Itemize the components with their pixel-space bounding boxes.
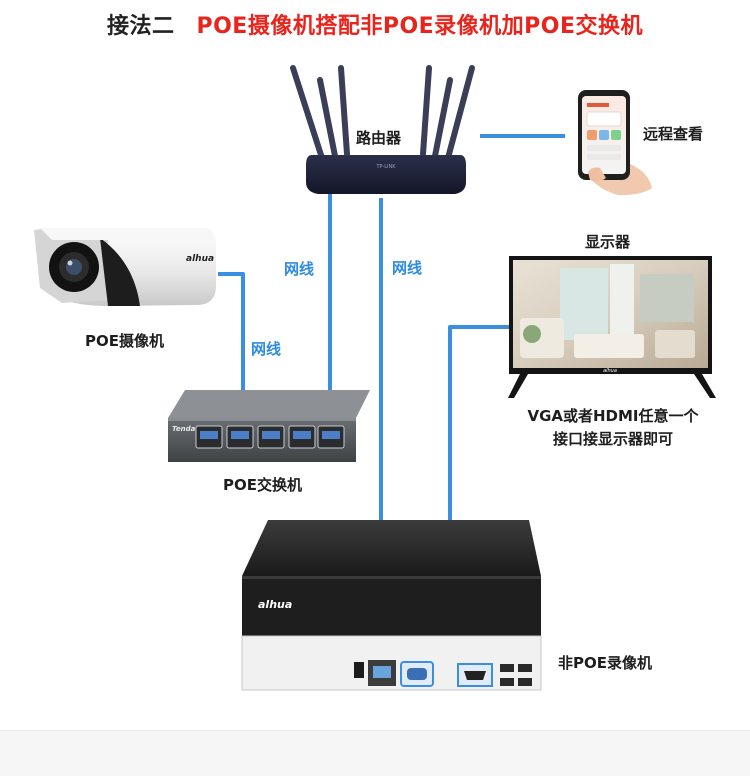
monitor: alhua [508,256,716,398]
smartphone [578,90,652,196]
cable-monitor-nvr [448,325,510,605]
nvr-vga-port [400,661,434,687]
remote-view-label: 远程查看 [643,125,704,143]
title-prefix: 接法二 [106,14,175,39]
nvr-recorder: alhua [241,520,542,691]
nvr-hdmi-port [457,663,493,687]
cable-label-camera-switch: 网线 [251,340,282,358]
nvr-label: 非POE录像机 [558,654,652,672]
router-label: 路由器 [356,129,402,147]
switch-brand: Tenda [172,425,196,433]
bullet-camera: alhua [34,228,216,306]
nvr-lan-port [368,660,396,686]
camera-label: POE摄像机 [85,332,164,350]
bottom-divider-band [0,730,750,776]
switch-label: POE交换机 [223,476,302,494]
monitor-brand: alhua [603,368,617,374]
poe-switch: Tenda [168,390,370,462]
nvr-brand: alhua [258,598,292,611]
cable-camera-switch [218,272,245,432]
cable-label-router-switch: 网线 [284,260,315,278]
cable-label-router-nvr: 网线 [392,259,423,277]
monitor-note-line2: 接口接显示器即可 [552,430,673,448]
camera-brand: alhua [186,254,214,264]
diagram-title: 接法二 POE摄像机搭配非POE录像机加POE交换机 [0,8,750,40]
router: TP-LINK [290,65,475,194]
router-brand: TP-LINK [375,164,396,170]
title-main: POE摄像机搭配非POE录像机加POE交换机 [196,14,644,39]
monitor-label: 显示器 [585,233,631,251]
nvr-usb-ports [500,664,532,686]
monitor-note-line1: VGA或者HDMI任意一个 [527,407,699,425]
